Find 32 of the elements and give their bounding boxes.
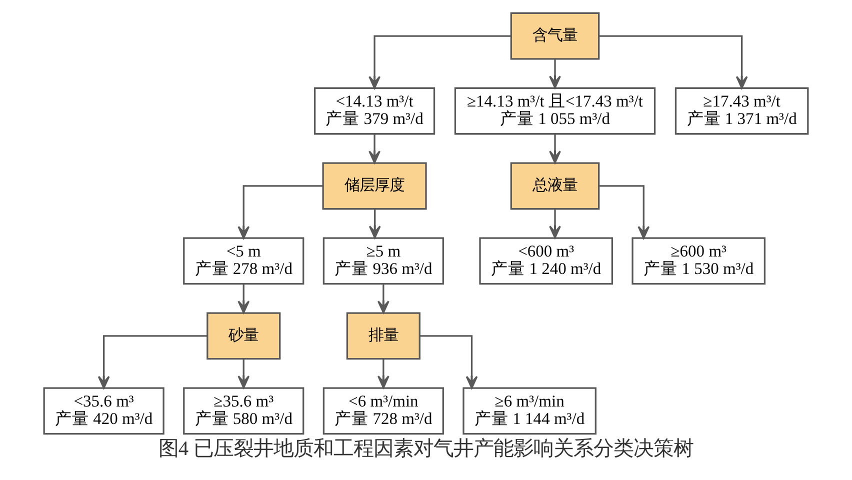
node-box: 储层厚度 [322,162,427,210]
node-box: <14.13 m³/t 产量 379 m³/d [314,87,436,135]
node-box: 砂量 [206,312,281,360]
arrow [98,335,208,389]
node-box: ≥17.43 m³/t 产量 1 371 m³/d [674,87,809,135]
arrow [549,134,561,164]
node-box: 含气量 [510,12,600,60]
node-box: ≥6 m³/min 产量 1 144 m³/d [462,387,596,435]
arrow [238,358,250,388]
node-box: <5 m 产量 278 m³/d [183,237,304,285]
node-box: ≥600 m³ 产量 1 530 m³/d [632,237,766,285]
node-box: <600 m³ 产量 1 240 m³/d [479,237,614,285]
arrow [549,58,561,89]
arrow [368,134,380,164]
arrow [238,284,250,314]
arrow [238,185,323,239]
node-box: 总液量 [510,162,600,210]
arrow [420,335,478,389]
node-box: ≥5 m 产量 936 m³/d [322,237,444,285]
node-box: 排量 [346,312,420,360]
arrow [377,358,390,388]
arrow [549,208,561,238]
node-box: ≥14.13 m³/t 且<17.43 m³/t 产量 1 055 m³/d [454,87,656,135]
node-box: ≥35.6 m³ 产量 580 m³/d [183,387,304,435]
arrow [599,185,650,239]
arrow [368,35,511,89]
node-box: <6 m³/min 产量 728 m³/d [322,387,444,435]
node-box: <35.6 m³ 产量 420 m³/d [43,387,164,435]
arrow [377,284,390,314]
arrow [368,208,381,238]
caption: 图4 已压裂井地质和工程因素对气井产能影响关系分类决策树 [158,438,694,460]
arrow [599,35,748,89]
